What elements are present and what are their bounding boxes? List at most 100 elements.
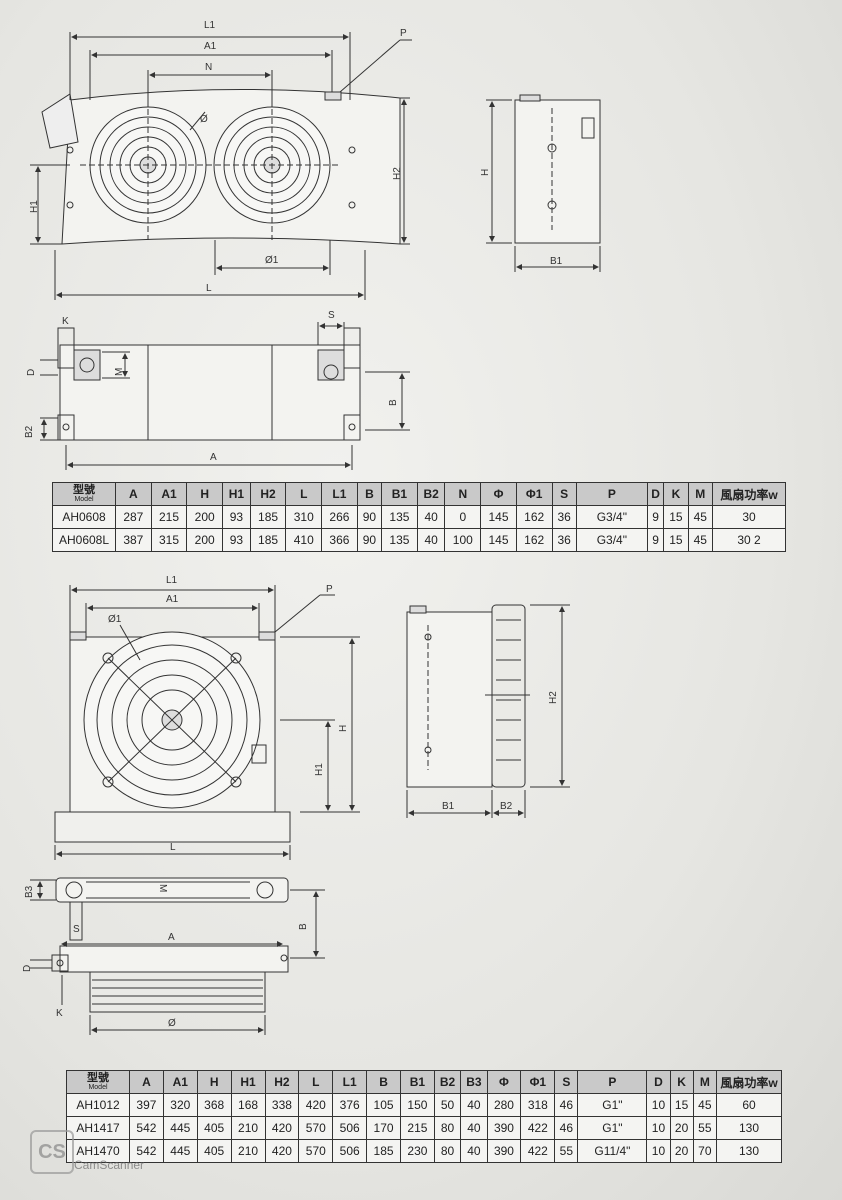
cell: 366: [321, 528, 358, 552]
column-header: K: [669, 1070, 694, 1094]
cell: 105: [366, 1093, 401, 1117]
drawing2-labels: L1 A1 P Ø1 H H1 L H2 B1 B2 B3 M S B A D …: [22, 575, 559, 1029]
cell: 100: [444, 528, 482, 552]
column-header: B1: [381, 482, 418, 506]
cell: 405: [196, 1139, 232, 1163]
column-header: A: [129, 1070, 164, 1094]
cell: 230: [400, 1139, 435, 1163]
column-header: D: [646, 1070, 671, 1094]
cell: 15: [663, 528, 689, 552]
cell: 320: [162, 1093, 198, 1117]
cell: 80: [433, 1116, 462, 1140]
cell: 0: [444, 505, 482, 529]
cell: 55: [554, 1139, 579, 1163]
cell: 50: [433, 1093, 462, 1117]
cell: 162: [515, 528, 553, 552]
label-phi: Ø: [200, 114, 208, 125]
column-header: D: [646, 482, 665, 506]
table-row: AH1470 542 445 405 210 420 570 506 185 2…: [66, 1139, 782, 1163]
cell: 210: [230, 1139, 266, 1163]
label-d: D: [26, 369, 37, 376]
cell: 20: [669, 1139, 694, 1163]
column-header: Φ: [480, 482, 517, 506]
cell: 93: [222, 528, 251, 552]
cell: 135: [381, 528, 418, 552]
cell: G1": [577, 1116, 648, 1140]
cell: 135: [381, 505, 418, 529]
cell: 338: [264, 1093, 300, 1117]
cell: 280: [486, 1093, 522, 1117]
column-header: H2: [249, 482, 287, 506]
cell: 36: [551, 528, 577, 552]
cell: 150: [400, 1093, 435, 1117]
cell: 390: [486, 1116, 522, 1140]
column-header: L: [285, 482, 323, 506]
spec-table-ah0608: 型號 Model A A1 H H1 H2 L L1 B B1 B2 N Φ Φ…: [52, 482, 786, 552]
header-model: 型號 Model: [66, 1070, 130, 1094]
label-s: S: [73, 924, 80, 935]
cell: 90: [356, 528, 383, 552]
cell: 420: [264, 1116, 300, 1140]
cell: 310: [285, 505, 323, 529]
cell: 376: [332, 1093, 368, 1117]
cell: 15: [669, 1093, 694, 1117]
label-b: B: [388, 399, 399, 406]
cell: G3/4": [575, 528, 648, 552]
cell: 542: [129, 1139, 164, 1163]
header-model: 型號 Model: [52, 482, 116, 506]
cell: 10: [646, 1139, 671, 1163]
cell: 40: [416, 505, 446, 529]
cell: 162: [515, 505, 553, 529]
column-header: B2: [433, 1070, 462, 1094]
column-header: L: [298, 1070, 334, 1094]
table-header-row: 型號 Model A A1 H H1 H2 L L1 B B1 B2 B3 Φ …: [66, 1070, 782, 1094]
cell: 40: [460, 1093, 488, 1117]
label-m: M: [157, 884, 168, 892]
column-header: S: [554, 1070, 579, 1094]
cell: 185: [366, 1139, 401, 1163]
cell: AH1417: [66, 1116, 130, 1140]
column-header: P: [577, 1070, 648, 1094]
label-phi: Ø: [168, 1018, 176, 1029]
cell: 405: [196, 1116, 232, 1140]
column-header: B1: [400, 1070, 435, 1094]
label-b2: B2: [500, 801, 513, 812]
cell: 60: [716, 1093, 782, 1117]
label-h: H: [480, 169, 491, 176]
label-p: P: [326, 584, 333, 595]
cell: 46: [554, 1116, 579, 1140]
label-h: H: [338, 725, 349, 732]
label-l: L: [206, 283, 212, 294]
label-a: A: [210, 452, 217, 463]
cell: 410: [285, 528, 323, 552]
cell: 45: [692, 1093, 718, 1117]
column-header: Φ: [486, 1070, 522, 1094]
label-k: K: [56, 1008, 63, 1019]
drawing1-side-view: [486, 94, 601, 272]
column-header: B: [366, 1070, 401, 1094]
camscanner-logo: CS: [30, 1130, 74, 1174]
cell: AH1012: [66, 1093, 130, 1117]
label-b1: B1: [550, 256, 563, 267]
column-header: H: [186, 482, 224, 506]
cell: 422: [520, 1116, 556, 1140]
cell: 506: [332, 1116, 368, 1140]
label-b2: B2: [24, 425, 35, 438]
column-header: M: [692, 1070, 718, 1094]
table-row: AH1012 397 320 368 168 338 420 376 105 1…: [66, 1093, 782, 1117]
label-d: D: [22, 965, 33, 972]
column-header: P: [575, 482, 648, 506]
cell: 40: [460, 1139, 488, 1163]
cell: 145: [480, 528, 517, 552]
cell: 570: [298, 1116, 334, 1140]
cell: 10: [646, 1116, 671, 1140]
table-row: AH1417 542 445 405 210 420 570 506 170 2…: [66, 1116, 782, 1140]
drawing1-labels: L1 A1 N P Ø H2 H1 Ø1 L H B1 K S D M B B2…: [24, 20, 563, 463]
drawing2-front-view: [54, 585, 360, 860]
cell: 397: [129, 1093, 164, 1117]
cell: 445: [162, 1116, 198, 1140]
label-l: L: [170, 842, 176, 853]
label-a: A: [168, 932, 175, 943]
cell: 20: [669, 1116, 694, 1140]
